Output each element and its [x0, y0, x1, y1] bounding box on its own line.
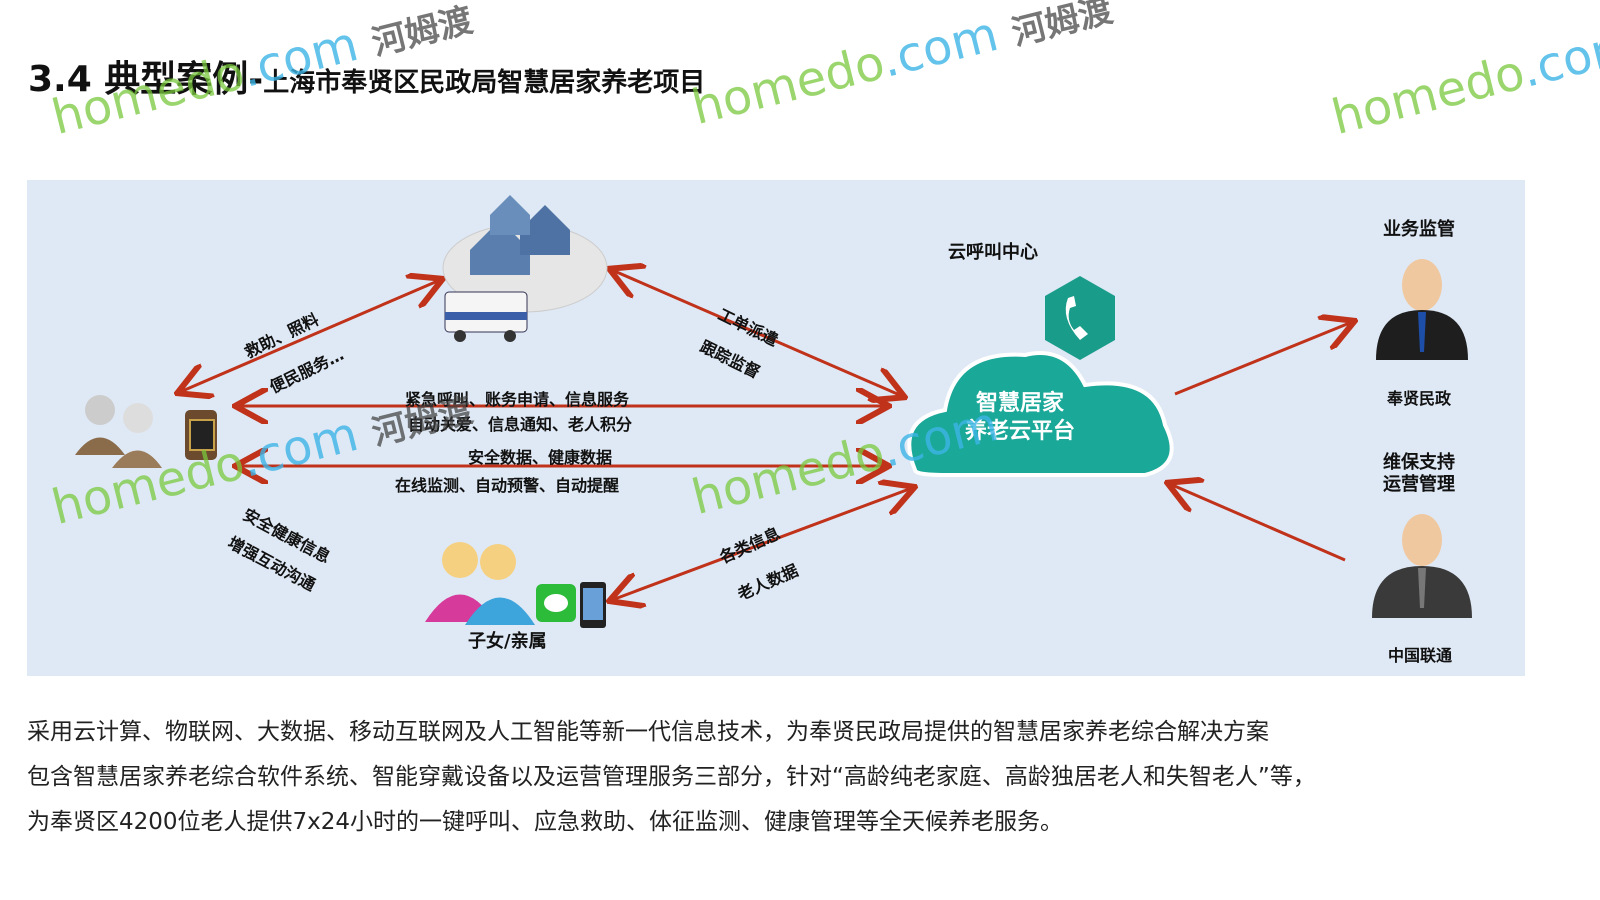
arrows — [180, 270, 1352, 600]
cloud-line1: 智慧居家 — [975, 391, 1064, 416]
arrow-family-cloud — [612, 488, 912, 600]
supervision-label: 业务监管 — [1383, 219, 1455, 240]
arrow-unicom-cloud — [1170, 484, 1346, 562]
arrow-services-cloud — [612, 270, 902, 396]
phone-hexagon-icon — [1045, 276, 1115, 360]
label-line2b: 在线监测、自动预警、自动提醒 — [395, 476, 620, 495]
ambulance-icon — [444, 291, 528, 342]
label-line2a: 安全数据、健康数据 — [468, 448, 613, 467]
family-icon — [425, 542, 535, 625]
cloud-platform-label: 智慧居家养老云平台 — [960, 390, 1080, 446]
elderly-couple-icon — [75, 395, 162, 468]
page-title: 3.4 典型案例-上海市奉贤区民政局智慧居家养老项目 — [28, 50, 705, 102]
label-line1a: 紧急呼叫、账务申请、信息服务 — [405, 390, 630, 409]
unicom-label: 中国联通 — [1388, 646, 1453, 665]
mobile-phone-icon — [580, 582, 606, 628]
maintenance-line2: 运营管理 — [1383, 474, 1455, 495]
official-avatar-icon — [1376, 259, 1468, 360]
arrow-cloud-supervision — [1174, 322, 1352, 396]
wechat-icon — [536, 584, 576, 622]
call-center-label: 云呼叫中心 — [948, 242, 1038, 263]
description-line-2: 包含智慧居家养老综合软件系统、智能穿戴设备以及运营管理服务三部分，针对“高龄纯老… — [27, 764, 1316, 790]
family-label: 子女/亲属 — [468, 631, 547, 652]
cloud-line2: 养老云平台 — [964, 419, 1075, 444]
title-main: 3.4 典型案例- — [28, 59, 264, 100]
fengxian-label: 奉贤民政 — [1387, 389, 1452, 408]
label-line1b: 自动关爱、信息通知、老人积分 — [408, 415, 633, 434]
title-sub: 上海市奉贤区民政局智慧居家养老项目 — [263, 68, 706, 98]
unicom-avatar-icon — [1372, 514, 1472, 618]
smartwatch-icon — [185, 410, 217, 460]
arrow-elder-services — [180, 280, 440, 392]
maintenance-label: 维保支持运营管理 — [1383, 452, 1455, 496]
description-line-1: 采用云计算、物联网、大数据、移动互联网及人工智能等新一代信息技术，为奉贤民政局提… — [27, 719, 1269, 745]
cloud-icon — [907, 351, 1174, 477]
community-icon — [442, 195, 608, 313]
description-line-3: 为奉贤区4200位老人提供7x24小时的一键呼叫、应急救助、体征监测、健康管理等… — [27, 809, 1064, 835]
maintenance-line1: 维保支持 — [1383, 452, 1455, 473]
